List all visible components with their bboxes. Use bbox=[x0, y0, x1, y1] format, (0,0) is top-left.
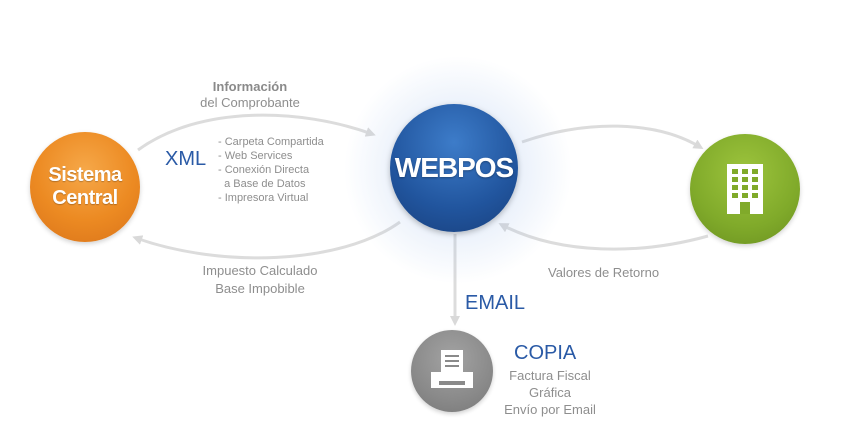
copia-item: Gráfica bbox=[529, 385, 571, 400]
xml-label: XML bbox=[165, 148, 207, 170]
arrow-webpos-to-building bbox=[521, 124, 704, 150]
sistema-central-node: Sistema Central bbox=[30, 132, 140, 242]
copia-item: Envío por Email bbox=[504, 402, 596, 417]
webpos-label: WEBPOS bbox=[394, 152, 514, 183]
xml-method-item: - Impresora Virtual bbox=[218, 192, 309, 204]
copia-items-list: Factura Fiscal Gráfica Envío por Email bbox=[490, 367, 610, 418]
info-comprobante-label: Información del Comprobante bbox=[200, 79, 300, 110]
impuesto-label: Impuesto Calculado Base Impobible bbox=[202, 263, 318, 296]
xml-method-item: a Base de Datos bbox=[218, 178, 306, 190]
xml-method-item: - Conexión Directa bbox=[218, 164, 310, 176]
arrow-building-to-webpos bbox=[498, 223, 709, 251]
valores-retorno-label: Valores de Retorno bbox=[548, 265, 660, 280]
arrow-webpos-to-sistema bbox=[132, 220, 401, 260]
copia-label: COPIA bbox=[514, 342, 577, 364]
building-icon bbox=[727, 164, 763, 214]
sistema-central-label: Sistema Central bbox=[48, 164, 122, 209]
xml-methods-list: - Carpeta Compartida - Web Services - Co… bbox=[218, 135, 324, 205]
arrow-sistema-to-webpos bbox=[137, 113, 376, 152]
email-label: EMAIL bbox=[465, 292, 526, 314]
printer-icon bbox=[431, 350, 473, 388]
printer-node bbox=[411, 330, 493, 412]
building-node bbox=[690, 134, 800, 244]
webpos-node: WEBPOS bbox=[390, 104, 518, 232]
xml-method-item: - Web Services bbox=[218, 150, 293, 162]
xml-method-item: - Carpeta Compartida bbox=[218, 136, 324, 148]
copia-item: Factura Fiscal bbox=[509, 368, 591, 383]
